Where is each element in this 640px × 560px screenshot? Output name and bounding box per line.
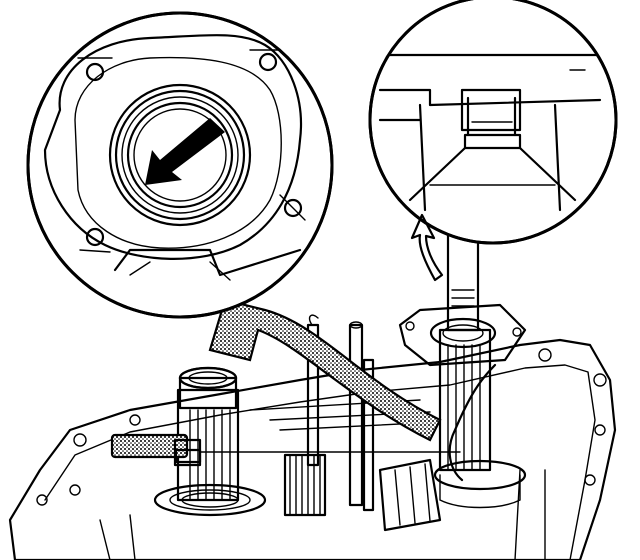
arrow-pointer-icon — [145, 118, 225, 185]
small-curved-arrow-to-right-detail — [410, 213, 444, 282]
bearing-cup-detail — [26, 11, 334, 319]
case-bolt-holes — [36, 348, 607, 506]
middle-gears — [283, 453, 442, 532]
shaft-detail — [368, 0, 618, 245]
left-shaft-assembly — [110, 366, 461, 502]
shift-rods — [306, 314, 375, 512]
right-shaft-assembly — [398, 223, 527, 509]
curved-arrow-to-left-detail — [208, 298, 442, 442]
transmission-case — [8, 223, 617, 560]
